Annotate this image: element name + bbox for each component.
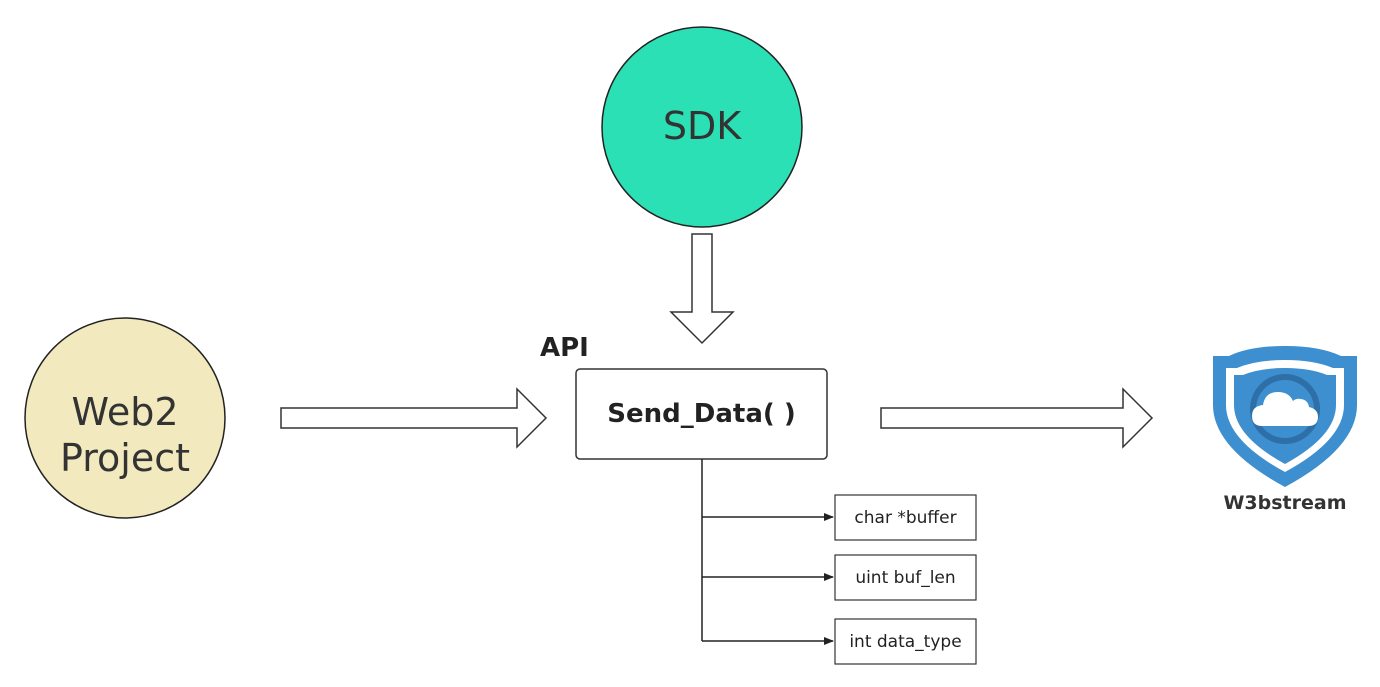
- web2-label-line-2: Project: [59, 436, 190, 480]
- param-box-0: [834, 494, 977, 541]
- api-heading: API: [540, 333, 589, 363]
- web2-project-label: Web2 Project: [25, 380, 225, 490]
- web2-to-api-arrow: [280, 387, 548, 449]
- web2-node: [24, 317, 226, 519]
- param-label: char *buffer: [854, 507, 957, 528]
- sdk-to-api-arrow: [669, 233, 735, 345]
- api-function-label: Send_Data( ): [607, 399, 796, 429]
- w3bstream-label: W3bstream: [1223, 492, 1347, 514]
- shield-cloud-icon: [1213, 346, 1357, 487]
- sdk-node: [601, 26, 803, 228]
- api-to-w3bstream-arrow: [880, 387, 1154, 449]
- param-label: int data_type: [849, 631, 962, 652]
- param-label: uint buf_len: [855, 567, 956, 588]
- param-box-1: [834, 554, 977, 601]
- web2-label-line-1: Web2: [71, 390, 179, 434]
- param-box-2: [834, 618, 977, 665]
- sdk-label: SDK: [662, 104, 742, 148]
